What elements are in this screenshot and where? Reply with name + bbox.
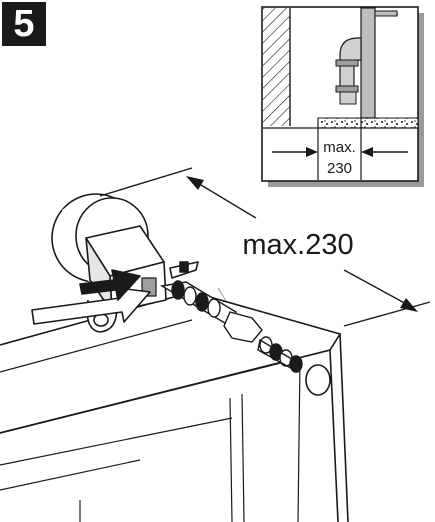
post-front-edge [329, 349, 339, 522]
main-dim-label: max.230 [242, 229, 353, 261]
post-panel-edge [229, 397, 233, 522]
end-cap-circle [305, 364, 331, 396]
step-number-badge: 5 [2, 2, 46, 46]
inset-detail: max. 230 [261, 6, 424, 187]
post-panel-edge-2 [241, 393, 245, 522]
post-lower-edge [0, 417, 233, 466]
dim-line-upper [195, 181, 257, 219]
clamp-arm [85, 225, 199, 313]
bolt-nut [223, 311, 263, 343]
post-back-edge-line [0, 319, 193, 373]
inset-dim-label-line2: 230 [327, 160, 352, 177]
post-inner-front-line [297, 357, 301, 522]
dim-extension-front [343, 301, 431, 327]
post-inner-edge [0, 357, 301, 434]
insertion-arrows [31, 269, 151, 325]
post-right-edge [339, 333, 349, 522]
inset-dim-label-line1: max. [323, 139, 356, 156]
main-dimension [99, 167, 431, 327]
inset-wall-hatching [263, 8, 290, 126]
inset-floor-gravel [317, 117, 419, 129]
post-box [0, 291, 349, 522]
inset-vertical-post [360, 7, 376, 119]
arrow-solid [79, 269, 141, 301]
dim-line-lower [343, 269, 411, 307]
dim-extension-back [99, 167, 193, 197]
post-lower-edge-2 [0, 459, 141, 491]
threaded-bolt [159, 280, 303, 374]
